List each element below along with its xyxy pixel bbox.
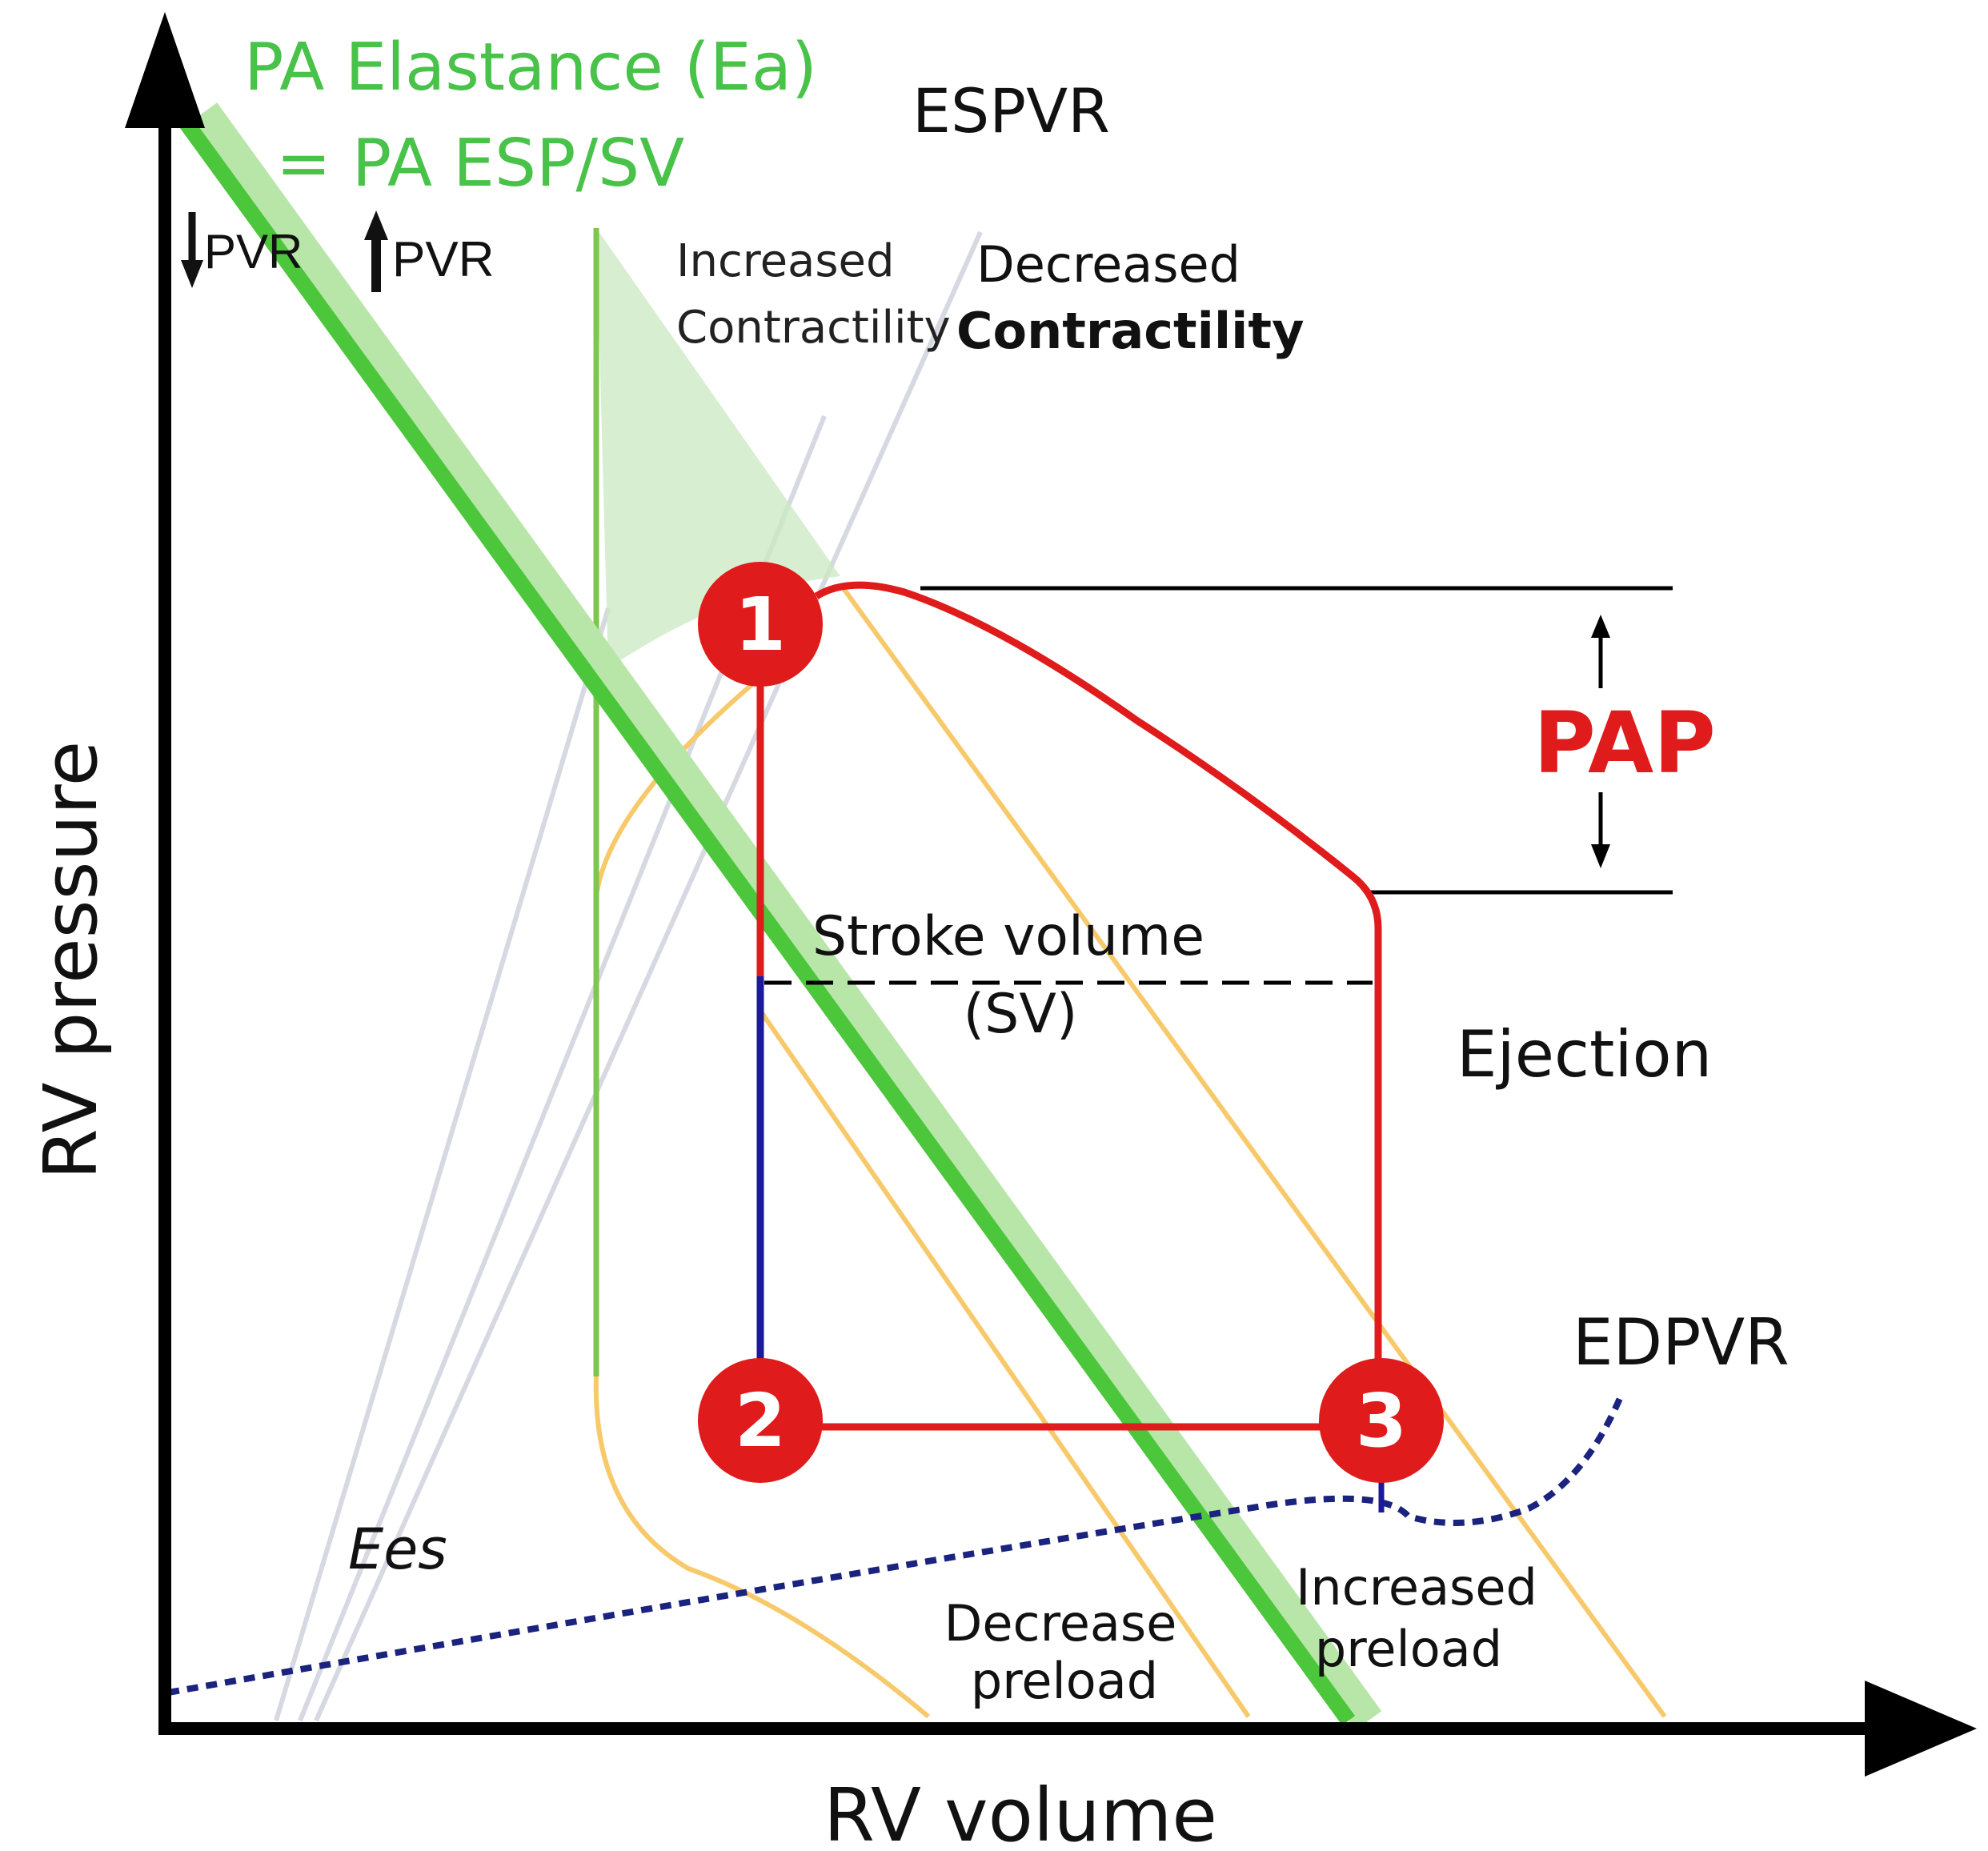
loop-ejection bbox=[814, 581, 1382, 1360]
y-axis-arrow-icon bbox=[125, 12, 205, 128]
pap-arrow-up-icon bbox=[1591, 615, 1610, 638]
preload-line-baseline-high bbox=[838, 583, 1667, 1718]
point-3-marker bbox=[1319, 1358, 1444, 1483]
edpvr-label: EDPVR bbox=[1573, 1305, 1790, 1380]
pvr-up-indicator: PVR bbox=[364, 210, 494, 292]
axes bbox=[125, 12, 1977, 1777]
increased-contractility-line2: Contractility bbox=[676, 302, 951, 354]
x-axis-label: RV volume bbox=[824, 1773, 1217, 1851]
pvr-down-indicator: PVR bbox=[181, 212, 303, 288]
point-2: 2 bbox=[698, 1358, 823, 1483]
increased-contractility-line1: Increased bbox=[676, 235, 895, 287]
pa-elastance-label-line2: = PA ESP/SV bbox=[276, 126, 684, 202]
point-1: 1 bbox=[698, 562, 823, 687]
arrow-up-icon bbox=[364, 210, 388, 240]
ea-line-dark bbox=[177, 115, 1356, 1725]
decrease-preload-line2: preload bbox=[971, 1652, 1158, 1710]
preload-line-decrease bbox=[593, 1376, 930, 1719]
pap-label: PAP bbox=[1533, 694, 1716, 792]
point-2-label: 2 bbox=[735, 1378, 786, 1464]
increased-preload-line1: Increased bbox=[1296, 1558, 1537, 1617]
point-2-marker bbox=[698, 1358, 823, 1483]
increased-preload-line2: preload bbox=[1315, 1620, 1502, 1678]
ea-line-light bbox=[190, 102, 1382, 1730]
preload-line-curve bbox=[594, 682, 754, 897]
point-3: 3 bbox=[1319, 1358, 1444, 1483]
decreased-contractility-line2: Contractility bbox=[956, 302, 1304, 360]
pa-elastance-label-line1: PA Elastance (Ea) bbox=[244, 30, 817, 106]
preload-line-baseline-low bbox=[756, 1007, 1251, 1718]
pvr-down-label: PVR bbox=[204, 225, 303, 278]
ea-line bbox=[177, 102, 1382, 1730]
edpvr-curve bbox=[167, 1395, 1624, 1696]
stroke-volume-label-line2: (SV) bbox=[964, 983, 1078, 1046]
pvr-up-label: PVR bbox=[392, 232, 494, 287]
x-axis-arrow-icon bbox=[1865, 1681, 1977, 1777]
pap-bracket bbox=[920, 586, 1673, 895]
contractility-wedge bbox=[596, 228, 840, 668]
espvr-line-decreased bbox=[314, 230, 983, 1722]
arrow-down-icon bbox=[181, 260, 203, 288]
stroke-volume-label-line1: Stroke volume bbox=[812, 905, 1204, 968]
decrease-preload-line1: Decrease bbox=[944, 1594, 1177, 1653]
ees-label: Ees bbox=[348, 1516, 447, 1582]
point-1-marker bbox=[698, 562, 823, 687]
espvr-line-increased bbox=[274, 607, 611, 1721]
y-axis-label: RV pressure bbox=[28, 741, 114, 1180]
preload-lines bbox=[593, 583, 1667, 1719]
point-1-label: 1 bbox=[735, 582, 786, 667]
ejection-label: Ejection bbox=[1457, 1017, 1712, 1092]
pap-arrow-down-icon bbox=[1591, 844, 1610, 868]
espvr-label: ESPVR bbox=[912, 75, 1110, 146]
decreased-contractility-line1: Decreased bbox=[976, 235, 1240, 294]
point-3-label: 3 bbox=[1356, 1378, 1407, 1464]
